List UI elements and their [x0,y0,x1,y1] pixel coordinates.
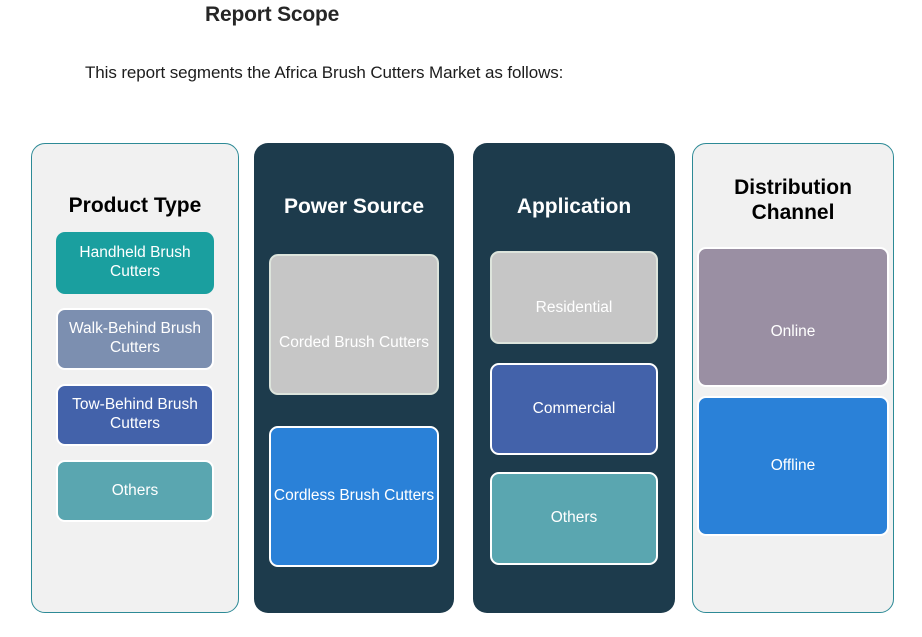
chip-product-type-others[interactable]: Others [56,460,214,523]
chip-corded-brush-cutters[interactable]: Corded Brush Cutters [269,254,439,396]
column-header-distribution-channel: Distribution Channel [734,176,852,225]
column-header-application: Application [516,195,632,218]
segmentation-columns: Product Type Handheld Brush Cutters Walk… [0,143,922,613]
chip-commercial[interactable]: Commercial [490,363,658,456]
chip-online[interactable]: Online [697,247,889,388]
chip-handheld-brush-cutters[interactable]: Handheld Brush Cutters [56,232,214,295]
page-subtitle: This report segments the Africa Brush Cu… [85,63,564,82]
chip-tow-behind-brush-cutters[interactable]: Tow-Behind Brush Cutters [56,384,214,447]
page-title: Report Scope [205,3,340,26]
chip-residential[interactable]: Residential [490,251,658,345]
segment-column-product-type: Product Type Handheld Brush Cutters Walk… [31,143,239,613]
column-header-power-source: Power Source [283,195,425,218]
segment-column-distribution-channel: Distribution Channel Online Offline [692,143,894,613]
column-header-product-type: Product Type [68,194,202,217]
segment-column-power-source: Power Source Corded Brush Cutters Cordle… [254,143,454,613]
chip-cordless-brush-cutters[interactable]: Cordless Brush Cutters [269,426,439,568]
chip-walk-behind-brush-cutters[interactable]: Walk-Behind Brush Cutters [56,308,214,371]
chip-application-others[interactable]: Others [490,472,658,566]
chip-offline[interactable]: Offline [697,396,889,537]
segment-column-application: Application Residential Commercial Other… [473,143,675,613]
